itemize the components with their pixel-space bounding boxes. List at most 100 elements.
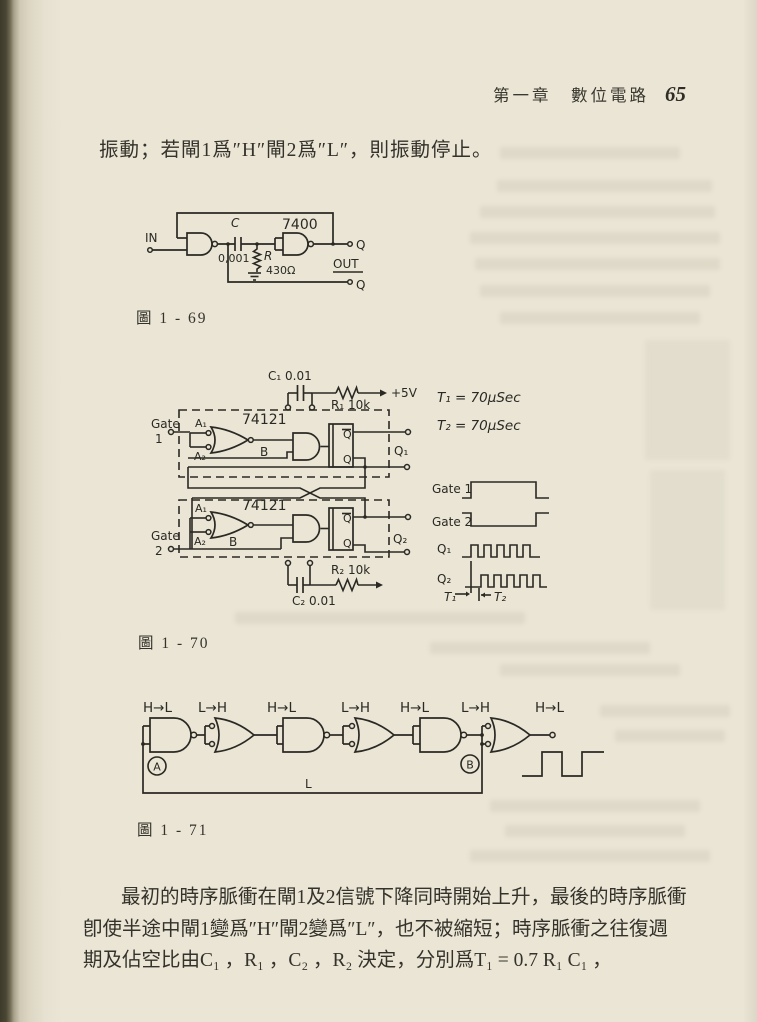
figure-1-69-caption: 圖 1 - 69 bbox=[136, 310, 208, 327]
chain-output-terminal bbox=[549, 731, 556, 739]
feedback-top-rail bbox=[176, 212, 334, 244]
bleed-through bbox=[470, 850, 710, 862]
ic-7400-label: 7400 bbox=[282, 217, 318, 233]
transition-label: H→L bbox=[143, 700, 172, 716]
a1-label-1: A₁ bbox=[195, 417, 207, 430]
nor-gate-b bbox=[204, 717, 256, 753]
transition-label: L→H bbox=[341, 700, 370, 716]
capacitor-c1: C₁ 0.01 bbox=[268, 369, 316, 411]
resistor-r2: R₂ 10k bbox=[310, 563, 383, 593]
a2-label-1: A₂ bbox=[194, 450, 206, 463]
and-gate-1 bbox=[292, 432, 321, 461]
output-waveform bbox=[522, 751, 604, 777]
cross-coupling-wires bbox=[187, 467, 366, 549]
figure-1-71-circuit: H→L L→H H→L L→H H→L L→H H→L bbox=[141, 700, 604, 794]
r1-label: R₁ 10k bbox=[331, 398, 370, 412]
q1-waveform bbox=[462, 544, 540, 558]
nand-gate-2: 7400 bbox=[274, 217, 318, 256]
nand-gate-c bbox=[276, 717, 331, 753]
transition-label: L→H bbox=[461, 700, 490, 716]
bleed-through bbox=[645, 340, 730, 460]
c2-label: C₂ 0.01 bbox=[292, 594, 336, 608]
transition-label: H→L bbox=[535, 700, 564, 716]
ff1-qbar: Q bbox=[343, 428, 352, 441]
resistor-label: R bbox=[264, 249, 272, 263]
bleed-through bbox=[480, 206, 715, 218]
nor-gate-f bbox=[480, 717, 532, 753]
t2-equation: T₂ = 70μSec bbox=[437, 418, 521, 434]
one-shot-block-2: Gate 2 A₁ A₂ 74121 B Q Q Q₂ bbox=[151, 498, 412, 558]
feedback-loop: L bbox=[142, 744, 483, 794]
bleed-through bbox=[235, 612, 525, 624]
r2-label: R₂ 10k bbox=[331, 563, 370, 577]
negative-or-gate-1 bbox=[209, 425, 250, 455]
nand-gate-1 bbox=[186, 232, 219, 256]
q2-waveform bbox=[465, 574, 547, 588]
capacitor-c: C 0,001 bbox=[218, 216, 250, 265]
t1-equation: T₁ = 70μSec bbox=[437, 390, 521, 406]
output-q: Q bbox=[313, 238, 365, 252]
a1-label-2: A₁ bbox=[195, 502, 207, 515]
ff1-q: Q bbox=[343, 453, 352, 466]
resistor-r1-to-vcc: R₁ 10k +5V bbox=[312, 385, 418, 412]
bleed-through bbox=[490, 800, 700, 812]
ff2-qbar: Q bbox=[343, 512, 352, 525]
node-b-marker: B bbox=[460, 754, 480, 774]
output-qbar: OUT Q bbox=[227, 244, 365, 292]
nand-gate-a bbox=[141, 717, 198, 753]
capacitor-label: C bbox=[231, 216, 240, 230]
wave-gate2-label: Gate 2 bbox=[432, 515, 472, 529]
transition-label: L→H bbox=[198, 700, 227, 716]
node-a-marker: A bbox=[147, 756, 167, 776]
paragraph-line: 期及佔空比由C₁ ，R₁ ，C₂ ，R₂ 決定，分別爲T₁ = 0.7 R₁ C… bbox=[83, 950, 612, 971]
bleed-through bbox=[505, 825, 685, 837]
gate1-waveform bbox=[462, 481, 549, 499]
node-a-label: A bbox=[153, 761, 161, 774]
q-label: Q bbox=[356, 238, 365, 252]
page-right-edge-shadow bbox=[743, 0, 757, 1022]
a2-label-2: A₂ bbox=[194, 535, 206, 548]
loop-l-label: L bbox=[305, 777, 312, 791]
b-label-1: B bbox=[260, 445, 268, 459]
ff2-q: Q bbox=[343, 537, 352, 550]
negative-or-gate-2 bbox=[209, 510, 250, 540]
in-label: IN bbox=[145, 231, 158, 245]
nor-gate-d bbox=[342, 717, 396, 753]
gate2-word: Gate bbox=[151, 529, 180, 543]
bleed-through bbox=[497, 180, 712, 192]
bleed-through bbox=[500, 312, 700, 324]
intro-sentence: 振動；若閘1爲″H″閘2爲″L″，則振動停止。 bbox=[99, 140, 493, 161]
qbar-label: Q bbox=[356, 278, 365, 292]
c1-label: C₁ 0.01 bbox=[268, 369, 312, 383]
ic-74121-label-2: 74121 bbox=[242, 498, 287, 514]
body-paragraph: 最初的時序脈衝在閘1及2信號下降同時開始上升，最後的時序脈衝 卽使半途中閘1變爲… bbox=[83, 882, 701, 977]
gate2-num: 2 bbox=[155, 544, 163, 558]
bleed-through bbox=[430, 642, 650, 654]
capacitor-c2: C₂ 0.01 bbox=[284, 559, 336, 608]
chapter-title: 第一章 數位電路 bbox=[493, 86, 649, 105]
node-b-label: B bbox=[466, 759, 474, 772]
bleed-through bbox=[650, 470, 725, 610]
ic-74121-label-1: 74121 bbox=[242, 412, 287, 428]
q2-output-label: Q₂ bbox=[393, 532, 407, 546]
gate1-num: 1 bbox=[155, 432, 163, 446]
out-label: OUT bbox=[333, 257, 359, 271]
wave-q1-label: Q₁ bbox=[437, 542, 451, 556]
capacitor-value: 0,001 bbox=[218, 252, 250, 265]
input-in: IN bbox=[145, 231, 187, 254]
bleed-through bbox=[470, 232, 720, 244]
page-number: 65 bbox=[665, 82, 686, 106]
figure-1-71-caption: 圖 1 - 71 bbox=[137, 822, 209, 839]
bleed-through bbox=[500, 664, 680, 676]
bleed-through bbox=[475, 258, 720, 270]
resistor-r-to-ground: R 430Ω bbox=[248, 242, 295, 281]
binding-edge bbox=[0, 0, 62, 1022]
page-header: 第一章 數位電路 65 bbox=[493, 82, 686, 107]
figure-1-70-caption: 圖 1 - 70 bbox=[138, 635, 210, 652]
q1-output-label: Q₁ bbox=[394, 444, 408, 458]
figure-1-70-circuit: C₁ 0.01 R₁ 10k +5V Gate 1 A₁ A₂ 74121 bbox=[151, 369, 549, 608]
transition-label: H→L bbox=[267, 700, 296, 716]
t2-mark: T₂ bbox=[494, 590, 506, 604]
bleed-through bbox=[615, 730, 725, 742]
